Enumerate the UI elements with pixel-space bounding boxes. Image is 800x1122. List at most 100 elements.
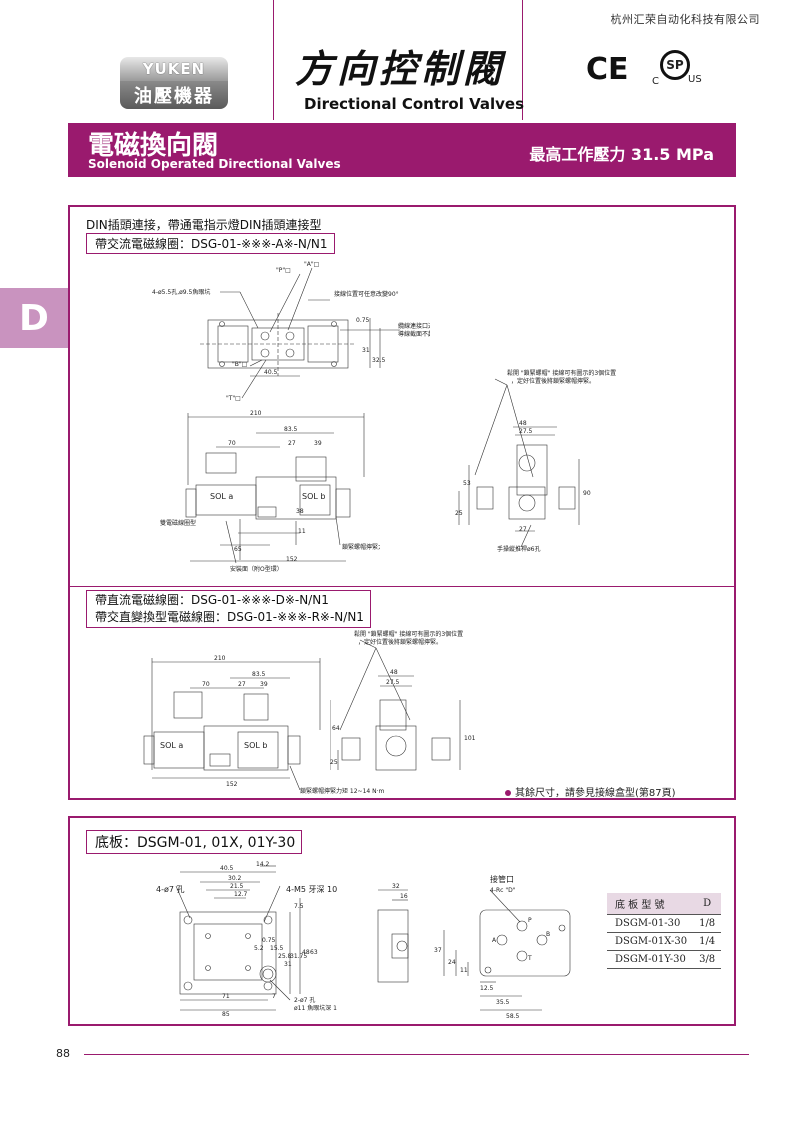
table-cell-d: 1/8 bbox=[693, 914, 722, 933]
dim-32-5: 32.5 bbox=[372, 357, 386, 364]
ac-dc-separator bbox=[70, 586, 734, 587]
company-name: 杭州汇荣自动化科技有限公司 bbox=[610, 13, 760, 26]
table-cell-d: 1/4 bbox=[693, 932, 722, 951]
subplate-front-view-drawing: 接管口 4-Rc "D" P A B T 37 24 11 12.5 35.5 … bbox=[430, 870, 580, 1020]
sp-dim-7-5: 7.5 bbox=[294, 903, 304, 910]
page-number: 88 bbox=[56, 1047, 70, 1060]
sp-spot-label: ø11 魚眼坑深 1 bbox=[294, 1004, 337, 1012]
sp-port-label-2: 4-Rc "D" bbox=[490, 887, 516, 894]
sol-a-label: SOL a bbox=[210, 492, 233, 501]
dc-front-view-drawing: 210 83.5 70 27 39 SOL a SOL b 152 bbox=[140, 650, 380, 790]
table-cell-model: DSGM-01Y-30 bbox=[607, 950, 694, 969]
dc-dim-210: 210 bbox=[214, 655, 226, 662]
yuken-logo: YUKEN 油壓機器 bbox=[120, 57, 228, 109]
sp-hole2-label: 2-ø7 孔 bbox=[294, 996, 315, 1004]
dim-53: 53 bbox=[463, 480, 471, 487]
manual-pin-label: 手操縱推桿ø6孔 bbox=[497, 545, 541, 553]
dc-nut-note-2: ，定好位置後將鎖緊螺帽擰緊。 bbox=[358, 638, 442, 646]
page-title-cn: 方向控制閥 bbox=[295, 47, 506, 91]
sp-dim-85: 85 bbox=[222, 1011, 230, 1018]
dim-39: 39 bbox=[314, 440, 322, 447]
dc-nut-note-1: 鬆開 "鎖緊螺帽" 接線可有圖示的3個位置 bbox=[354, 630, 463, 638]
dc-coil-label: 帶直流電磁線圈：DSG-01-※※※-D※-N/N1 bbox=[95, 593, 329, 607]
side-tab-d: D bbox=[0, 288, 68, 348]
dc-dim-27: 27 bbox=[238, 681, 246, 688]
sp-tap-label: 4-M5 牙深 10 bbox=[286, 885, 337, 894]
mount-holes-label: 4-ø5.5孔,ø9.5魚眼坑 bbox=[152, 288, 210, 296]
sp-dim-32: 32 bbox=[392, 883, 400, 890]
sp-dim-7: 7 bbox=[272, 993, 276, 1000]
sp-dim-14-2: 14.2 bbox=[256, 861, 270, 868]
table-row: DSGM-01X-30 1/4 bbox=[607, 932, 722, 951]
dim-210: 210 bbox=[250, 410, 262, 417]
subplate-side-view-drawing: 32 16 bbox=[372, 880, 432, 990]
p-port-label: "P"□ bbox=[276, 267, 291, 274]
subplate-heading: 底板：DSGM-01, 01X, 01Y-30 bbox=[86, 830, 303, 854]
ac-nut-note-2: ，定好位置後將鎖緊螺帽擰緊。 bbox=[511, 377, 595, 385]
sp-dim-15-5: 15.5 bbox=[270, 945, 284, 952]
footer-divider bbox=[84, 1054, 749, 1055]
table-row: DSGM-01Y-30 3/8 bbox=[607, 950, 722, 969]
sp-port-b: B bbox=[546, 931, 550, 938]
dc-dim-83-5: 83.5 bbox=[252, 671, 266, 678]
sp-dim-25-8: 25.8 bbox=[278, 953, 292, 960]
dim-31: 31 bbox=[362, 347, 370, 354]
bullet-icon bbox=[505, 790, 511, 796]
sp-dim-11: 11 bbox=[460, 967, 468, 974]
header-divider-right bbox=[522, 0, 523, 120]
sp-port-p: P bbox=[528, 917, 532, 924]
dc-dim-27-5: 27.5 bbox=[386, 679, 400, 686]
other-dims-text: 其餘尺寸，請參見接線盒型(第87頁) bbox=[515, 788, 676, 799]
csa-c: C bbox=[652, 76, 659, 87]
table-header-row: 底 板 型 號 D bbox=[607, 893, 722, 915]
sp-port-a: A bbox=[492, 937, 497, 944]
sp-dim-40-5: 40.5 bbox=[220, 865, 234, 872]
sp-dim-48: 48 bbox=[302, 949, 310, 956]
din-heading: DIN插頭連接，帶通電指示燈DIN插頭連接型 bbox=[86, 218, 322, 232]
table-header-d: D bbox=[693, 893, 722, 915]
dc-dim-64: 64 bbox=[332, 725, 340, 732]
max-pressure: 最高工作壓力 31.5 MPa bbox=[529, 145, 714, 164]
logo-top-text: YUKEN bbox=[120, 57, 228, 81]
dc-side-view-drawing: 鬆開 "鎖緊螺帽" 接線可有圖示的3個位置 ，定好位置後將鎖緊螺帽擰緊。 48 … bbox=[330, 630, 520, 780]
dc-dim-70: 70 bbox=[202, 681, 210, 688]
banner-title-cn: 電磁換向閥 bbox=[88, 131, 219, 161]
sp-dim-63: 63 bbox=[310, 949, 318, 956]
subplate-top-view-drawing: 14.2 40.5 30.2 21.5 12.7 4-ø7 孔 4-M5 牙深 … bbox=[150, 858, 360, 1018]
ac-nut-note-1: 鬆開 "鎖緊螺帽" 接線可有圖示的3個位置 bbox=[507, 369, 616, 377]
b-port-label: "B"□ bbox=[232, 361, 247, 368]
sp-dim-71: 71 bbox=[222, 993, 230, 1000]
dc-dim-101: 101 bbox=[464, 735, 476, 742]
sp-dim-30-2: 30.2 bbox=[228, 875, 242, 882]
table-cell-model: DSGM-01-30 bbox=[607, 914, 694, 933]
table-header-model: 底 板 型 號 bbox=[607, 893, 694, 915]
double-sol-label: 雙電磁線圈型 bbox=[160, 519, 196, 527]
dim-152: 152 bbox=[286, 556, 298, 563]
ac-front-view-drawing: 210 83.5 70 27 39 SOL a SOL b 38 11 65 1… bbox=[160, 405, 380, 580]
cable-note-1: 纜線連接口適用纜線外徑··ø8~10 bbox=[398, 322, 430, 330]
dim-0-75: 0.75 bbox=[356, 317, 370, 324]
conn-rotate-label: 接線位置可任意改變90° bbox=[334, 290, 399, 298]
sp-dim-37: 37 bbox=[434, 947, 442, 954]
dim-27-5: 27.5 bbox=[519, 428, 533, 435]
ac-coil-label: 帶交流電磁線圈：DSG-01-※※※-A※-N/N1 bbox=[86, 233, 335, 254]
din-connector-box bbox=[68, 205, 736, 800]
torque-label: 鎖緊螺帽擰緊力矩 12~14 N·m bbox=[342, 543, 380, 551]
dim-83-5: 83.5 bbox=[284, 426, 298, 433]
ac-side-view-drawing: 鬆開 "鎖緊螺帽" 接線可有圖示的3個位置 ，定好位置後將鎖緊螺帽擰緊。 48 … bbox=[455, 365, 635, 560]
dim-90: 90 bbox=[583, 490, 591, 497]
sp-port-label-1: 接管口 bbox=[490, 874, 514, 884]
dc-coil-labels: 帶直流電磁線圈：DSG-01-※※※-D※-N/N1 帶交直變換型電磁線圈：DS… bbox=[86, 590, 371, 628]
sp-hole4-label: 4-ø7 孔 bbox=[156, 885, 185, 894]
t-port-label: "T"□ bbox=[226, 395, 241, 402]
other-dims-note: 其餘尺寸，請參見接線盒型(第87頁) bbox=[505, 784, 676, 799]
sp-dim-31-75: 31.75 bbox=[290, 953, 307, 960]
sp-port-t: T bbox=[527, 955, 532, 962]
page-title-en: Directional Control Valves bbox=[304, 95, 524, 113]
rect-coil-label: 帶交直變換型電磁線圈：DSG-01-※※※-R※-N/N1 bbox=[95, 610, 364, 624]
dc-sol-b-label: SOL b bbox=[244, 741, 267, 750]
sp-dim-21-5: 21.5 bbox=[230, 883, 244, 890]
sp-dim-35-5: 35.5 bbox=[496, 999, 510, 1006]
dc-dim-25: 25 bbox=[330, 759, 338, 766]
csa-circle: SP bbox=[660, 50, 690, 80]
